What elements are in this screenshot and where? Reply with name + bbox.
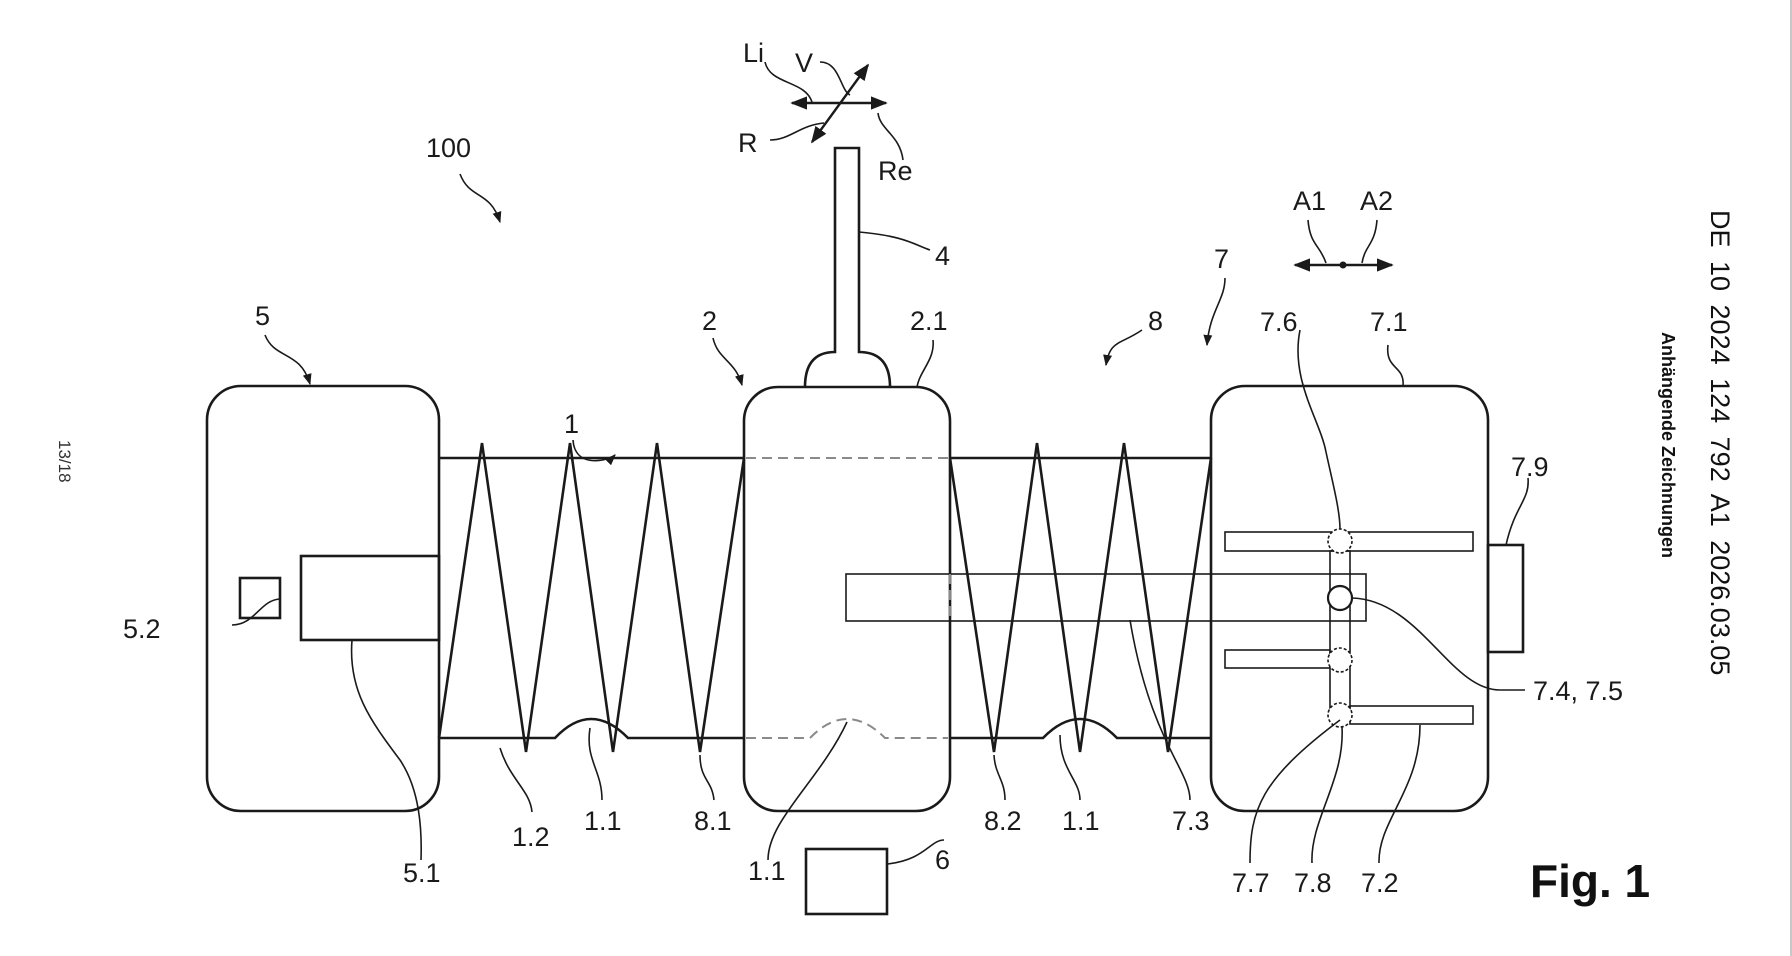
label-a2: A2 [1360,186,1393,216]
spring-coil-left [437,442,746,753]
label-r: R [738,128,758,158]
label-v: V [795,48,813,78]
rod-7-3 [845,573,1367,622]
carriage-2-housing [742,385,952,813]
leader-lines [231,61,1529,865]
lever-4 [803,146,892,388]
module-5-1-block [299,554,441,642]
direction-arrows [790,63,1394,272]
spring-1 [437,442,746,753]
bar-middle [1224,649,1331,669]
label-7-1: 7.1 [1370,307,1408,337]
joint-7-4 [1326,584,1354,612]
figure-caption: Fig. 1 [1530,855,1650,907]
label-li: Li [743,38,764,68]
link-7-8 [1329,550,1351,713]
label-7: 7 [1214,244,1229,274]
label-8-1: 8.1 [694,806,732,836]
module-5-2-sensor [238,576,282,620]
label-100: 100 [426,133,471,163]
label-re: Re [878,156,913,186]
module-5-housing [205,384,441,813]
label-5-1: 5.1 [403,858,441,888]
rail-bottom-left [439,717,744,740]
joint-7-6 [1327,528,1353,554]
label-5: 5 [255,301,270,331]
label-7-4-7-5: 7.4, 7.5 [1533,676,1623,706]
unit-7-9 [1486,543,1525,654]
bar-7-2 [1349,705,1474,725]
label-7-9: 7.9 [1511,452,1549,482]
carriage-2 [742,146,952,813]
page-edge [1790,0,1792,956]
label-2-1: 2.1 [910,306,948,336]
label-2: 2 [702,306,717,336]
unit-7 [1209,384,1525,813]
label-1: 1 [564,409,579,439]
rail-bottom-right [950,717,1211,740]
label-5-2: 5.2 [123,614,161,644]
label-7-3: 7.3 [1172,806,1210,836]
label-8: 8 [1148,306,1163,336]
label-1-2: 1.2 [512,822,550,852]
joint-7-7 [1327,702,1353,728]
spring-coil-right [948,442,1213,753]
label-7-6: 7.6 [1260,307,1298,337]
label-1-1-a: 1.1 [584,806,622,836]
unit-6 [804,847,889,916]
spring-8 [948,442,1213,753]
label-8-2: 8.2 [984,806,1022,836]
label-7-2: 7.2 [1361,868,1399,898]
label-4: 4 [935,241,950,271]
rail-bottom-hidden [746,718,948,739]
label-6: 6 [935,845,950,875]
a-origin-dot [1339,261,1347,269]
module-5 [205,384,441,813]
joint-middle [1327,647,1353,673]
label-7-7: 7.7 [1232,868,1270,898]
label-1-1-c: 1.1 [1062,806,1100,836]
label-7-8: 7.8 [1294,868,1332,898]
label-1-1-b: 1.1 [748,856,786,886]
forward-back-arrow [811,63,869,144]
label-a1: A1 [1293,186,1326,216]
